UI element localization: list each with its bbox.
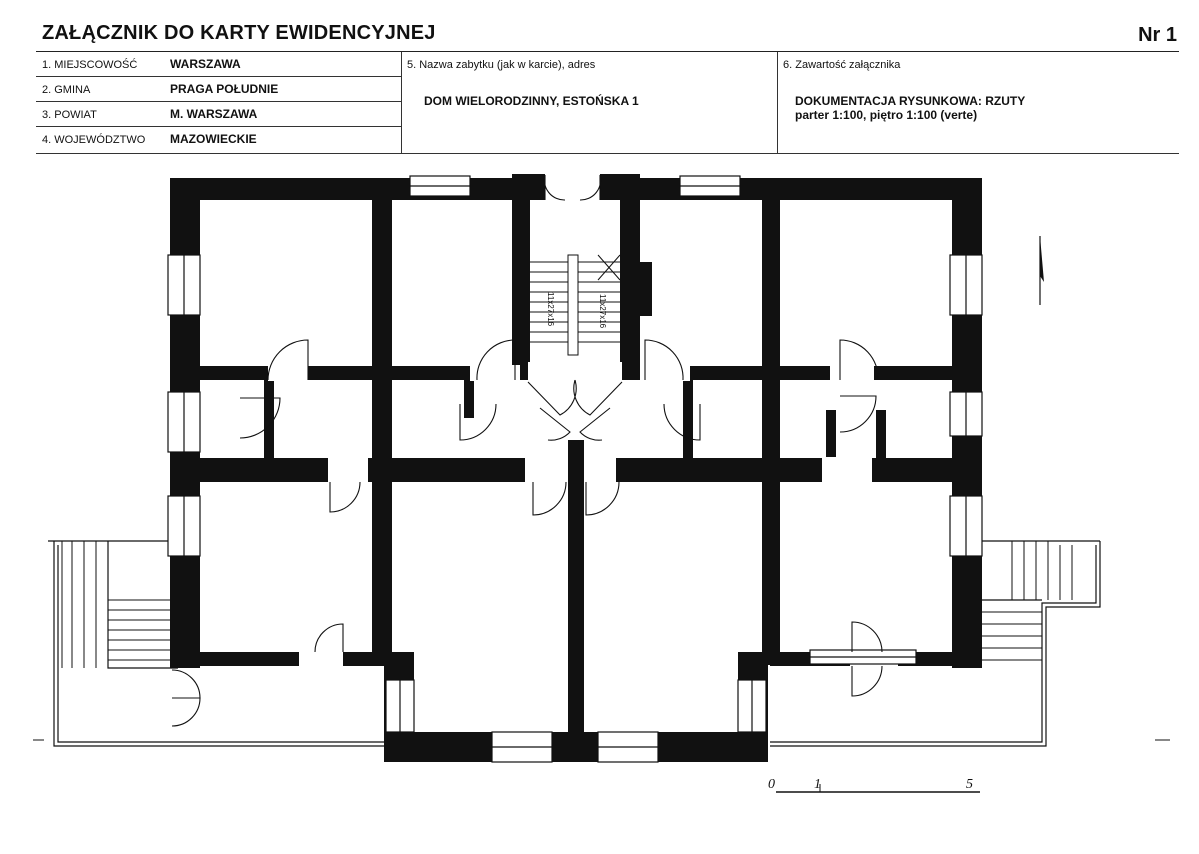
header-table: 1. MIEJSCOWOŚĆ WARSZAWA 2. GMINA PRAGA P… bbox=[36, 52, 1179, 154]
field-label: 3. POWIAT bbox=[42, 109, 97, 121]
contents-cell: 6. Zawartość załącznika DOKUMENTACJA RYS… bbox=[777, 52, 1179, 153]
monument-cell: 5. Nazwa zabytku (jak w karcie), adres D… bbox=[401, 52, 778, 153]
field-value: PRAGA POŁUDNIE bbox=[170, 82, 279, 96]
central-staircase bbox=[530, 254, 621, 356]
field-value: MAZOWIECKIE bbox=[170, 132, 257, 146]
stair-label-right: 11x27x16 bbox=[598, 294, 607, 329]
left-external-stair bbox=[61, 541, 178, 668]
monument-label: 5. Nazwa zabytku (jak w karcie), adres bbox=[407, 59, 596, 71]
monument-value: DOM WIELORODZINNY, ESTOŃSKA 1 bbox=[424, 94, 639, 108]
stair-label-left: 11x27x16 bbox=[546, 292, 555, 327]
attachment-number: Nr 1 bbox=[1138, 24, 1177, 46]
scale-label-0: 0 bbox=[768, 777, 775, 792]
field-label: 1. MIEJSCOWOŚĆ bbox=[42, 59, 138, 71]
field-row-wojewodztwo: 4. WOJEWÓDZTWO MAZOWIECKIE bbox=[36, 127, 401, 153]
scale-label-1: 1 bbox=[814, 777, 821, 792]
contents-line-2: parter 1:100, piętro 1:100 (verte) bbox=[795, 108, 978, 122]
openings bbox=[268, 172, 898, 667]
field-label: 2. GMINA bbox=[42, 84, 91, 96]
scale-bar: 0 1 5 bbox=[768, 777, 980, 793]
field-value: M. WARSZAWA bbox=[170, 107, 258, 121]
scale-label-5: 5 bbox=[966, 777, 973, 792]
field-row-powiat: 3. POWIAT M. WARSZAWA bbox=[36, 102, 401, 127]
right-external-stair bbox=[980, 541, 1073, 661]
field-row-miejscowosc: 1. MIEJSCOWOŚĆ WARSZAWA bbox=[36, 52, 401, 77]
floor-plan-drawing: 11x27x16 11x27x16 0 1 5 bbox=[33, 172, 1170, 793]
door-swings bbox=[171, 174, 883, 727]
field-value: WARSZAWA bbox=[170, 57, 241, 71]
field-row-gmina: 2. GMINA PRAGA POŁUDNIE bbox=[36, 77, 401, 102]
contents-line-1: DOKUMENTACJA RYSUNKOWA: RZUTY bbox=[795, 94, 1026, 108]
terrace-outline bbox=[48, 540, 1101, 747]
contents-label: 6. Zawartość załącznika bbox=[783, 59, 901, 71]
location-fields: 1. MIEJSCOWOŚĆ WARSZAWA 2. GMINA PRAGA P… bbox=[36, 52, 402, 153]
field-label: 4. WOJEWÓDZTWO bbox=[42, 134, 146, 146]
title-rule bbox=[36, 51, 1179, 52]
north-arrow-icon bbox=[1039, 236, 1044, 305]
document-title: ZAŁĄCZNIK DO KARTY EWIDENCYJNEJ bbox=[42, 22, 436, 44]
windows bbox=[167, 175, 983, 763]
